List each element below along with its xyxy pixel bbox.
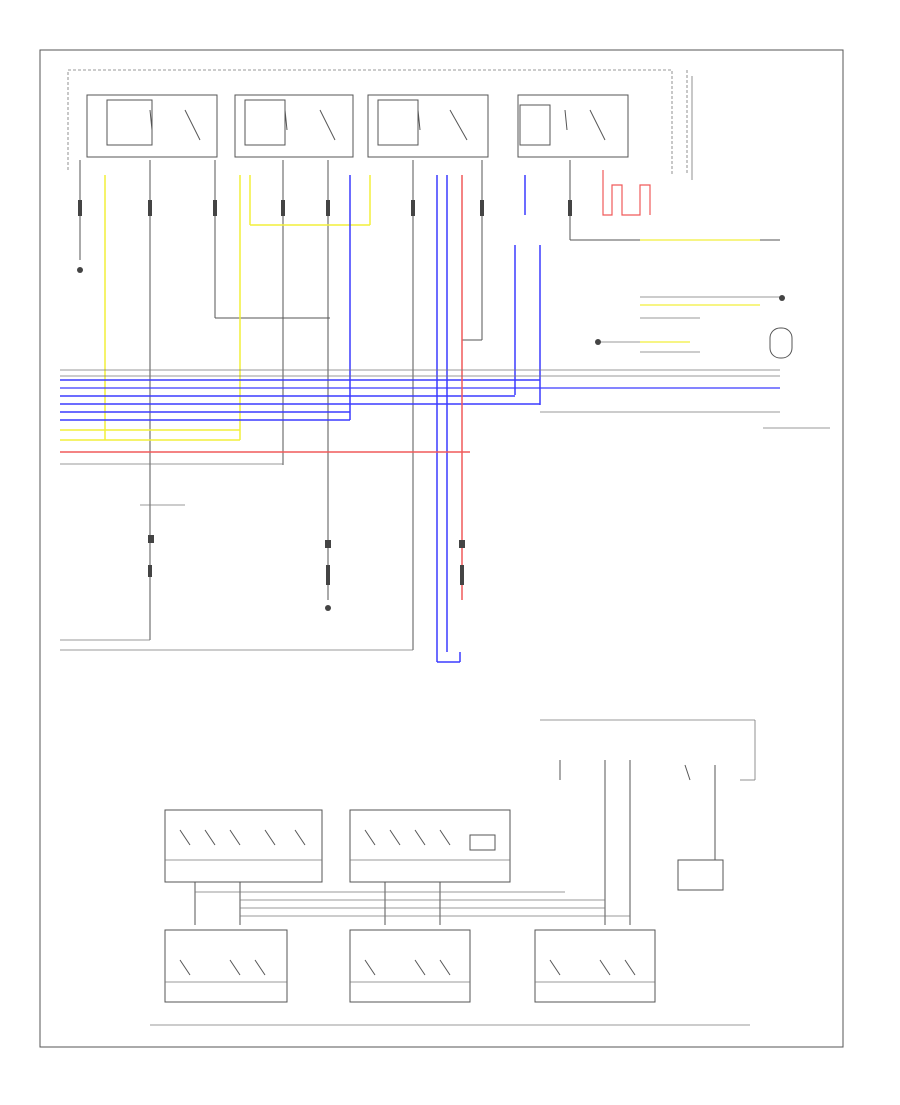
switch-assembly-2 [234,94,354,158]
left-bus-gray [60,369,780,465]
red-wires [60,170,651,600]
gray-wires-top [60,160,780,651]
sensor-component [769,327,793,359]
bottom-switch-box-3 [164,929,288,1003]
switch-assembly-1 [86,94,218,158]
bottom-switch-box-5 [534,929,656,1003]
top-dashed-line [67,69,673,175]
yellow-wires [60,175,760,441]
blue-wires [60,175,780,663]
bottom-switch-box-2 [349,809,511,925]
ground-connectors [77,267,465,611]
bottom-switch-box-4 [349,929,471,1003]
bottom-right-module [677,859,724,891]
diagram-frame [39,49,844,1048]
bottom-relay-area [540,719,756,925]
switch-assembly-4 [517,94,629,158]
bottom-switch-box-1 [164,809,323,925]
switch-assembly-3 [367,94,489,158]
connector-ticks [78,200,572,585]
bottom-bus-lines [195,891,630,917]
right-components [540,76,830,429]
